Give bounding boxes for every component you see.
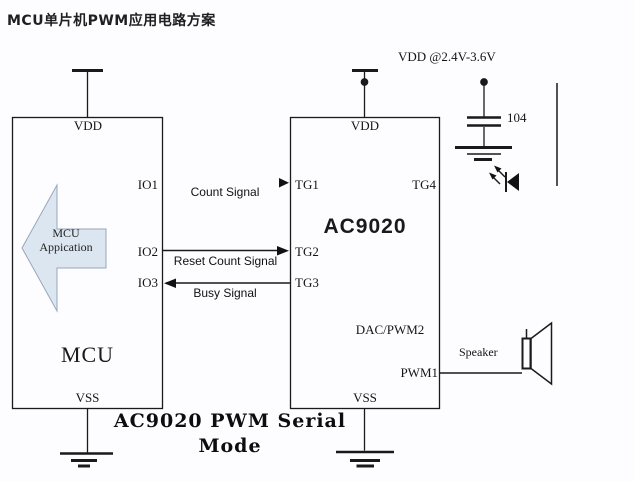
vdd-capacitor-branch [455,78,512,161]
mcu-ground-icon [60,409,113,468]
reset-signal-wire [163,246,289,256]
mcu-application-arrow-line1: MCU [52,226,80,240]
mcu-vdd-pin-label: VDD [73,118,103,133]
busy-signal-wire [164,278,290,288]
reset-count-signal-label: Reset Count Signal [173,254,278,268]
mcu-application-arrow-icon [21,183,107,313]
junction-dot [480,78,488,86]
ac9020-tg4-pin-label: TG4 [412,177,436,192]
speaker-icon [521,321,553,386]
ac9020-pwm1-pin-label: PWM1 [400,365,438,380]
reset-signal-arrowhead-icon [277,246,289,256]
mcu-io1-pin-label: IO1 [137,177,158,192]
ac9020-ground-icon [336,409,394,468]
ac9020-tg3-pin-label: TG3 [295,275,319,290]
ac9020-tg1-pin-label: TG1 [295,177,319,192]
speaker-label: Speaker [459,345,498,359]
ac9020-box [289,116,441,410]
caption-line2: Mode [198,435,262,457]
capacitor-icon [467,116,501,127]
ac9020-power-rail-icon [352,69,378,117]
mcu-io3-pin-label: IO3 [137,275,158,290]
ac9020-tg2-pin-label: TG2 [295,244,319,259]
led-icon [489,165,519,192]
mcu-chip-name: MCU [60,342,115,367]
vdd-voltage-note: VDD @2.4V-3.6V [398,49,496,64]
mcu-power-rail-icon [72,69,103,117]
page-title: MCU单片机PWM应用电路方案 [7,13,216,29]
mcu-io2-pin-label: IO2 [137,244,158,259]
mcu-box [11,116,164,410]
count-signal-label: Count Signal [190,185,260,199]
count-signal-arrowhead-icon [279,178,289,188]
ac9020-vss-pin-label: VSS [353,390,377,405]
mcu-application-arrow-line2: Appication [39,240,93,254]
ac9020-vdd-pin-label: VDD [350,118,380,133]
mcu-vss-pin-label: VSS [75,390,100,405]
busy-signal-label: Busy Signal [193,286,257,300]
ground-icon [455,146,512,161]
ac9020-dac-pwm2-pin-label: DAC/PWM2 [355,322,425,337]
capacitor-value-label: 104 [507,110,527,125]
mcu-application-arrow-text: MCU Appication [24,226,108,254]
caption-line1: AC9020 PWM Serial [113,410,347,432]
busy-signal-arrowhead-icon [164,278,176,288]
junction-dot [360,78,369,86]
ac9020-chip-name: AC9020 [323,215,407,238]
